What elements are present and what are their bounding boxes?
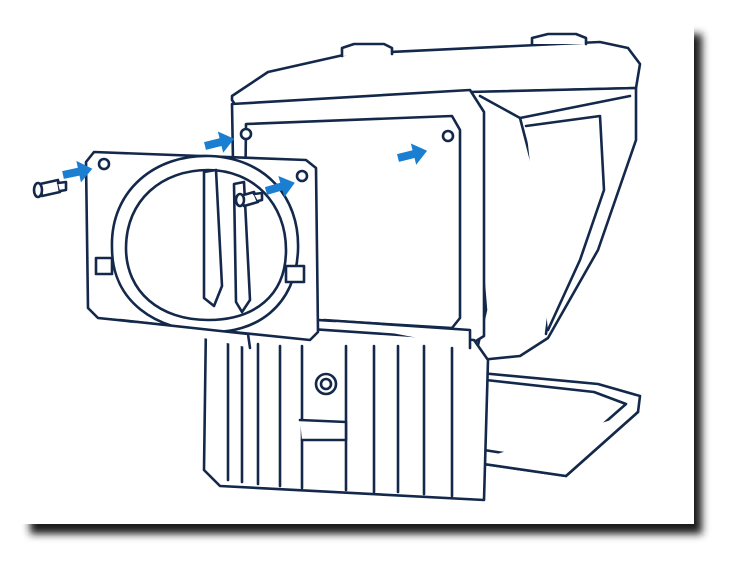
arrow-right-icon (204, 131, 235, 153)
arrow-right-icon (264, 176, 295, 198)
plate-hole-right (295, 169, 309, 183)
arrow-right-icon (62, 160, 93, 183)
thumb-screw-right (234, 190, 264, 208)
hood-clip-left (340, 42, 394, 58)
hood-hole-left (239, 127, 253, 141)
plate-hole-left (97, 157, 111, 171)
hood-clip-right (530, 32, 588, 46)
base-frame (202, 318, 490, 502)
glass-tray (468, 370, 642, 478)
hood-hole-right (441, 129, 455, 143)
thumb-screw-left (32, 178, 68, 199)
arrow-right-icon (397, 143, 428, 165)
